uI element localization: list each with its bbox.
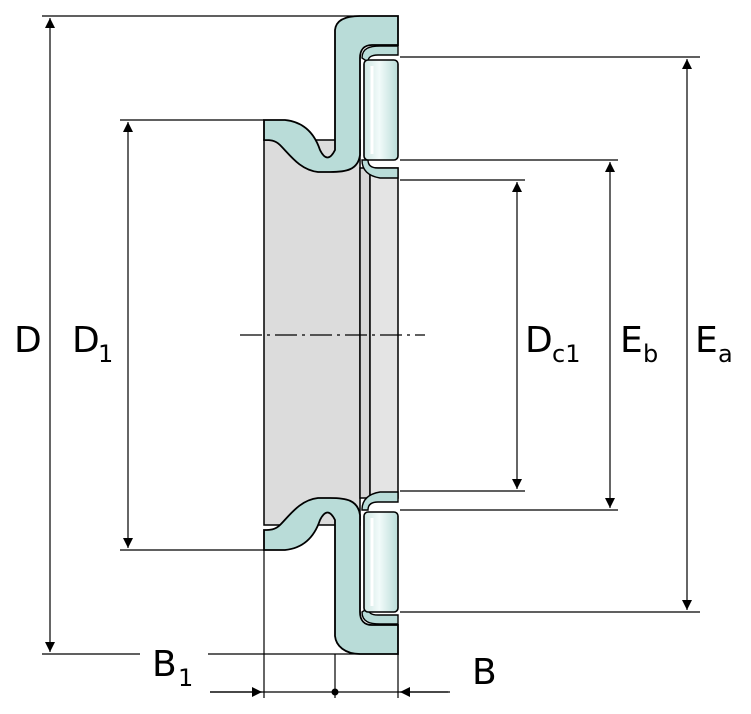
upper-roller <box>363 59 399 161</box>
label-B1-sub: 1 <box>178 664 193 692</box>
label-D1-main: D <box>72 320 100 361</box>
label-Ea: E a <box>695 320 733 368</box>
label-D1-sub: 1 <box>98 340 113 368</box>
label-D1: D 1 <box>72 320 113 368</box>
inner-ring-strip <box>359 167 371 499</box>
label-Ea-sub: a <box>718 340 733 368</box>
lower-cage-top <box>361 491 399 511</box>
upper-cage-bottom <box>361 159 399 179</box>
extension-lines <box>42 15 700 698</box>
lower-roller <box>363 511 399 613</box>
dimension-dot <box>331 688 339 696</box>
label-B-text: B <box>472 652 497 693</box>
lower-housing <box>263 497 399 655</box>
label-B1: B 1 <box>152 644 193 692</box>
label-B: B <box>472 652 497 693</box>
inner-raceway-strip <box>369 167 399 499</box>
label-Dc1-main: D <box>525 320 553 361</box>
label-Eb-sub: b <box>643 340 658 368</box>
upper-housing <box>263 15 399 173</box>
label-Eb: E b <box>620 320 658 368</box>
label-Dc1-sub: c1 <box>552 340 580 368</box>
label-Eb-main: E <box>620 320 643 361</box>
label-D: D <box>14 320 42 361</box>
dimension-lines <box>45 18 692 697</box>
label-D-text: D <box>14 320 42 361</box>
label-Ea-main: E <box>695 320 718 361</box>
label-B1-main: B <box>152 644 177 685</box>
bore-area <box>263 139 361 526</box>
label-Dc1: D c1 <box>525 320 580 368</box>
